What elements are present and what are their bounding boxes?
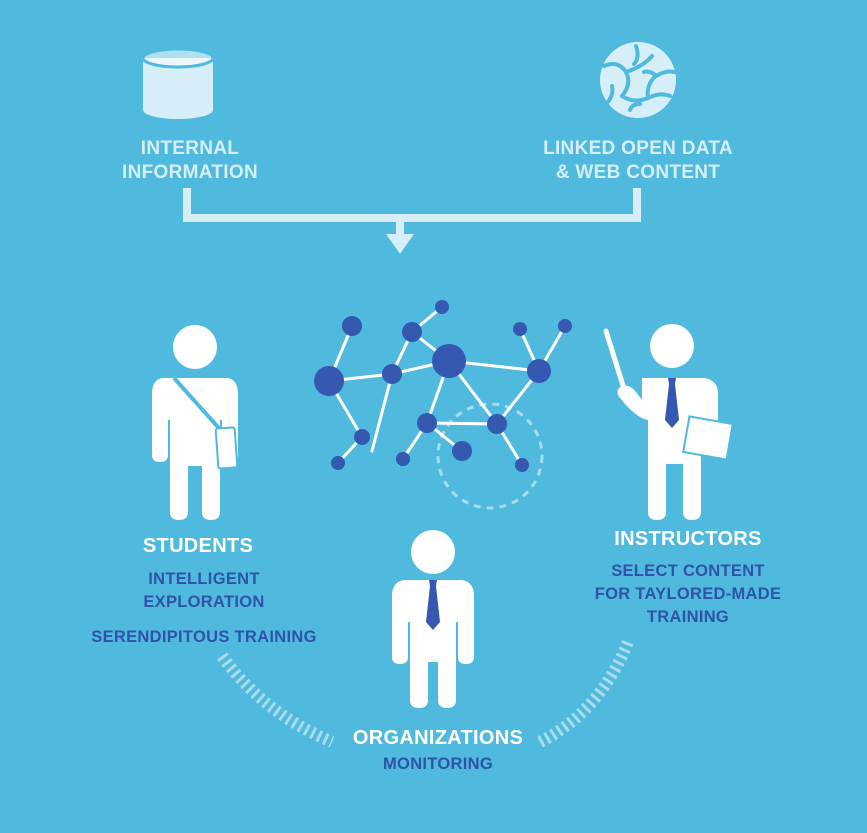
linked-label-line2: & WEB CONTENT	[555, 161, 721, 183]
database-icon	[141, 47, 215, 119]
globe-icon	[600, 42, 676, 118]
instructors-sub-select: SELECT CONTENT	[611, 562, 765, 580]
merge-connector	[183, 188, 641, 236]
students-sub-serendipitous: SERENDIPITOUS TRAINING	[91, 628, 317, 646]
students-sub-exploration: EXPLORATION	[143, 593, 265, 611]
instructor-figure-icon	[603, 324, 734, 520]
right-dashed-arc	[537, 639, 634, 748]
organizations-sub-monitoring: MONITORING	[383, 755, 493, 773]
dashed-circle	[436, 402, 544, 510]
instructors-sub-taylored: FOR TAYLORED-MADE	[594, 585, 782, 603]
organization-figure-icon	[392, 530, 474, 708]
linked-open-data-label: LINKED OPEN DATA & WEB CONTENT	[508, 137, 768, 185]
internal-information-label: INTERNAL INFORMATION	[60, 137, 320, 185]
students-sub-intelligent: INTELLIGENT	[148, 570, 260, 588]
instructors-sub-training: TRAINING	[646, 608, 730, 626]
students-title: STUDENTS	[142, 535, 254, 557]
internal-label-line2: INFORMATION	[122, 161, 258, 183]
instructors-title: INSTRUCTORS	[614, 528, 762, 550]
network-graph	[314, 300, 572, 472]
internal-label-line1: INTERNAL	[140, 138, 240, 159]
down-arrow-icon	[386, 234, 414, 254]
linked-label-line1: LINKED OPEN DATA	[543, 138, 733, 159]
organizations-title: ORGANIZATIONS	[352, 727, 524, 749]
left-dashed-arc	[217, 652, 335, 748]
student-figure-icon	[152, 325, 239, 520]
